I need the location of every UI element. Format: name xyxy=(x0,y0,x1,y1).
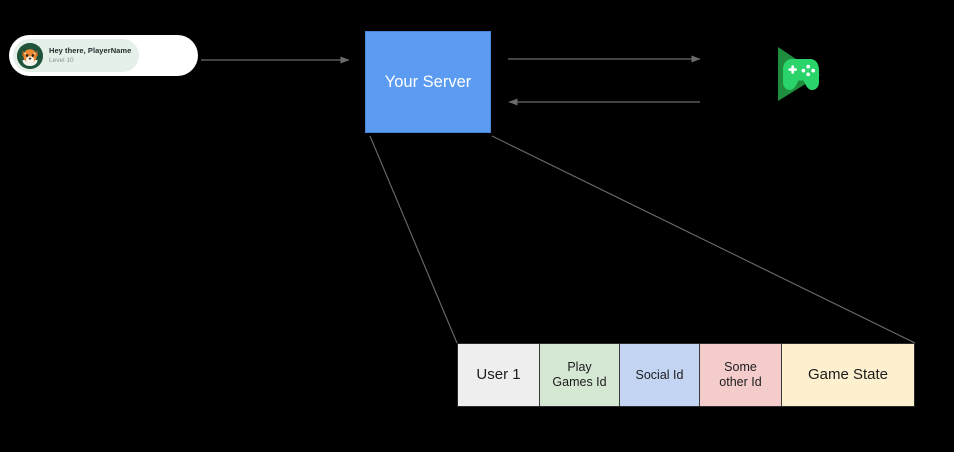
connector-server-to-table-left xyxy=(369,135,458,344)
table-cell-play-games-id[interactable]: Play Games Id xyxy=(540,344,620,406)
fox-avatar-icon xyxy=(17,42,43,69)
cell-line-1: Some xyxy=(724,360,757,375)
table-cell-user[interactable]: User 1 xyxy=(458,344,540,406)
your-server-label: Your Server xyxy=(384,72,472,91)
table-cell-some-other-id[interactable]: Some other Id xyxy=(700,344,782,406)
your-server-box[interactable]: Your Server xyxy=(365,31,491,133)
table-cell-game-state[interactable]: Game State xyxy=(782,344,914,406)
table-cell-play-games-id-text: Play Games Id xyxy=(552,360,606,390)
table-cell-social-id[interactable]: Social Id xyxy=(620,344,700,406)
connector-server-to-table-right xyxy=(491,135,916,344)
cell-line-1: Play xyxy=(567,360,592,375)
cell-line-2: Games Id xyxy=(552,375,607,389)
player-info-pill: Hey there, PlayerName Level 10 xyxy=(13,39,139,72)
player-greeting-text: Hey there, PlayerName xyxy=(49,46,132,55)
player-greeting-card[interactable]: Hey there, PlayerName Level 10 xyxy=(9,35,198,76)
table-cell-some-other-id-text: Some other Id xyxy=(719,360,761,390)
player-level-text: Level 10 xyxy=(49,56,74,64)
cell-line-2: other Id xyxy=(719,375,762,389)
player-text-block: Hey there, PlayerName Level 10 xyxy=(49,47,131,64)
google-play-games-icon[interactable] xyxy=(770,45,830,103)
user-record-table: User 1 Play Games Id Social Id Some othe… xyxy=(457,343,915,407)
